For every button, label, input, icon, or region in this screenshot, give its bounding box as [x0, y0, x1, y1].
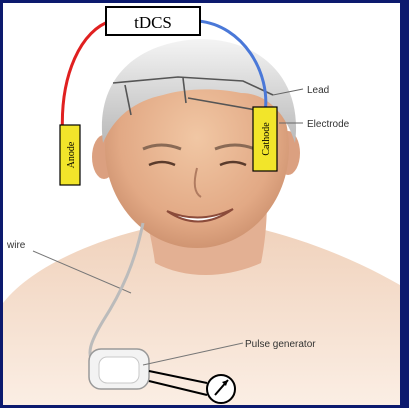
anode-electrode: Anode — [60, 125, 80, 185]
cathode-label: Cathode — [261, 122, 272, 156]
lead-label: Lead — [307, 85, 329, 96]
pulse-generator-label: Pulse generator — [245, 339, 316, 350]
electrode-label: Electrode — [307, 119, 350, 130]
tdcs-title: tDCS — [134, 13, 172, 32]
anode-label: Anode — [66, 141, 77, 168]
tdcs-illustration: tDCS Anode Cathode Lead Electrode wire P… — [3, 3, 400, 405]
pulse-generator-inner — [99, 357, 139, 383]
wire-label: wire — [6, 240, 26, 251]
cathode-electrode: Cathode — [253, 107, 277, 171]
